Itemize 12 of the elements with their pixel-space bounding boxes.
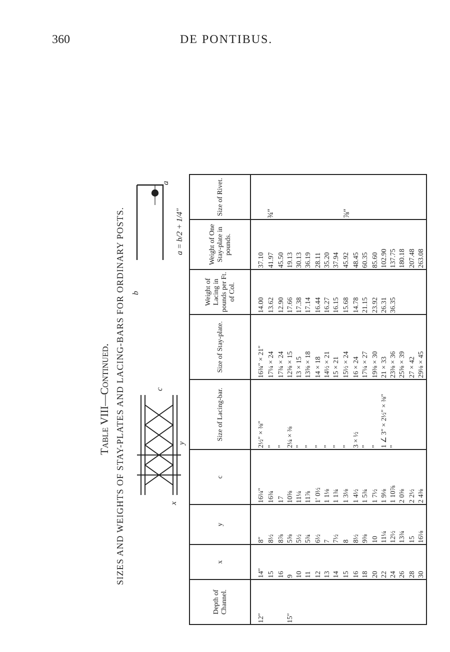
figure-label: y <box>177 441 186 445</box>
table-value: ¾″ <box>266 208 276 218</box>
table-value: ⅞″ <box>342 208 351 218</box>
figure-label: a <box>161 181 170 185</box>
figure-label: a = b/2 + 1/4″ <box>175 208 184 255</box>
table-title: Table VIII—Continued. <box>99 343 111 455</box>
figure-label: c <box>155 387 164 391</box>
page-number: 360 <box>52 32 70 47</box>
running-head: DE PONTIBUS. <box>180 32 273 47</box>
figure-label: b <box>131 291 140 295</box>
table-subtitle: SIZES AND WEIGHTS OF STAY-PLATES AND LACING-BARS FOR ORDINARY POSTS. <box>115 207 125 585</box>
figure-label: x <box>169 501 178 505</box>
